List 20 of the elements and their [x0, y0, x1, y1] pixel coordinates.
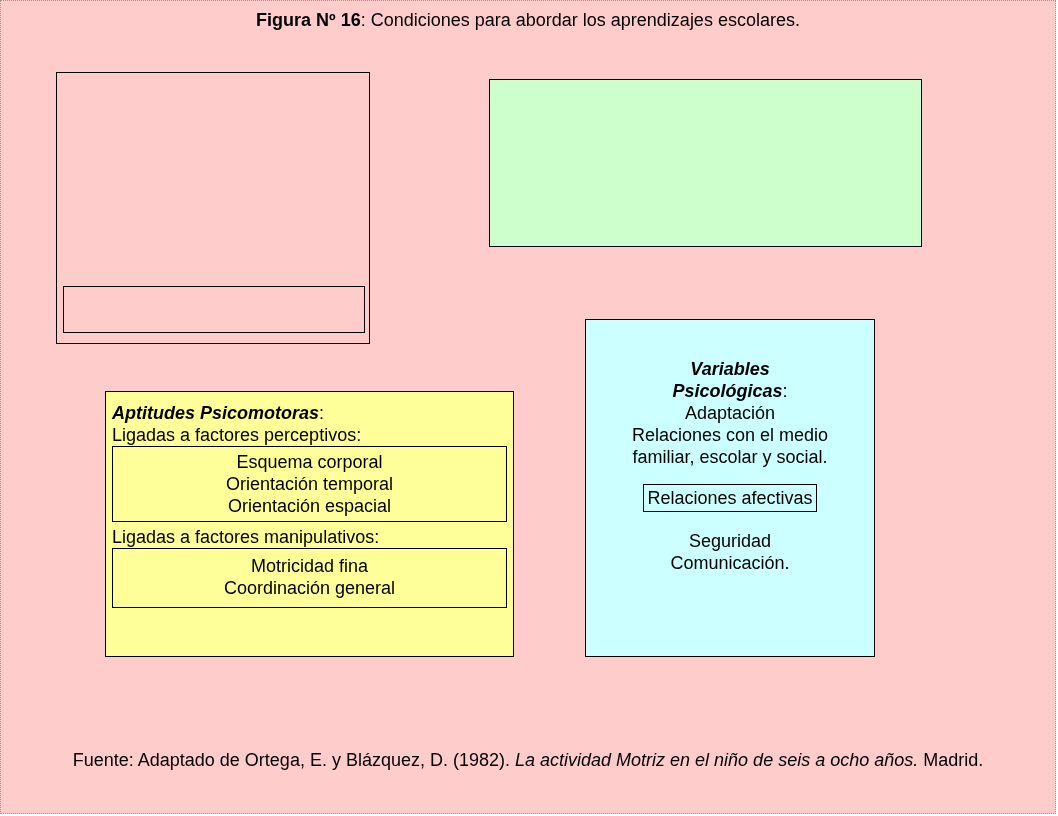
box-text: Ligadas a factores perceptivos:: [112, 424, 363, 446]
box-text: Ligadas a factores manipulativos:: [112, 526, 381, 548]
figure-title: Figura Nº 16: Condiciones para abordar los aprendizajes escolares.: [255, 10, 801, 31]
box-heading: Variables Psicológicas:: [671, 358, 789, 402]
box-text: Seguridad: [688, 530, 772, 552]
box-text: Relaciones afectivas: [647, 487, 813, 509]
empty-box: [56, 72, 370, 344]
category-box: [585, 319, 875, 657]
empty-box: [489, 79, 922, 247]
box-text: Comunicación.: [670, 552, 790, 574]
box-text: Relaciones con el medio familiar, escolar y social.: [630, 424, 830, 468]
box-text: Motricidad fina Coordinación general: [222, 555, 397, 599]
box-text: Adaptación: [684, 402, 776, 424]
item-box: [112, 548, 507, 608]
source-caption: Fuente: Adaptado de Ortega, E. y Blázquez, D. (1982). La actividad Motriz en el niño de seis a ocho años. Madrid.: [71, 749, 985, 772]
box-text: Esquema corporal Orientación temporal Orientación espacial: [224, 451, 395, 517]
item-box: [112, 446, 507, 522]
empty-box: [63, 286, 365, 333]
box-heading: Aptitudes Psicomotoras:: [112, 402, 326, 424]
category-box: [105, 391, 514, 657]
